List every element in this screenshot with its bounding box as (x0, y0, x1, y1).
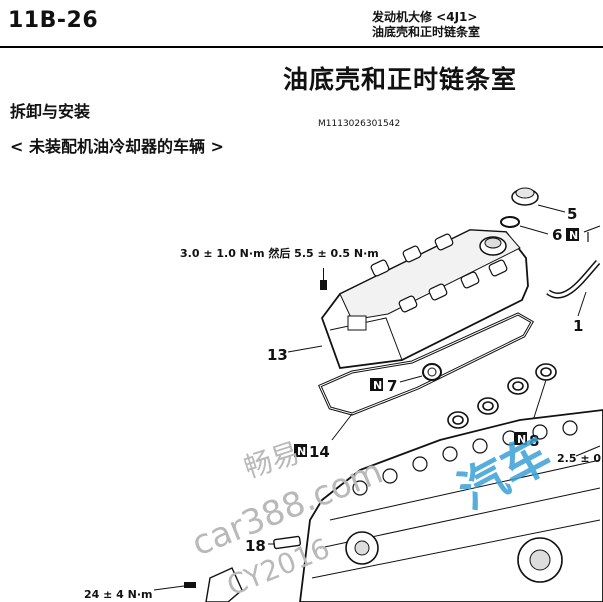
new-part-mark-14: N (294, 444, 307, 458)
seal-ring (399, 363, 442, 383)
callout-8: 8 (529, 432, 539, 450)
rocker-cover (320, 229, 529, 369)
torque-spec-bottom: 24 ± 4 N·m (84, 588, 153, 601)
page-title: 油底壳和正时链条室 (283, 65, 518, 94)
callout-13: 13 (267, 346, 288, 364)
callout-14: 14 (309, 443, 330, 461)
svg-text:N: N (569, 229, 578, 242)
leader-torque-right (575, 445, 601, 457)
svg-text:N: N (373, 379, 382, 392)
vehicle-condition: < 未装配机油冷却器的车辆 > (10, 137, 224, 156)
o-ring (500, 216, 549, 235)
new-part-mark-7: N (370, 378, 383, 392)
watermark-line1: 畅易 (240, 436, 303, 485)
header-right: 发动机大修 <4J1> 油底壳和正时链条室 (372, 10, 480, 40)
torque-spec-right: 2.5 ± 0. (557, 452, 603, 465)
torque-spec-top: 3.0 ± 1.0 N·m 然后 5.5 ± 0.5 N·m (180, 246, 379, 260)
breather-hose (546, 260, 601, 317)
oil-filler-cap (511, 187, 566, 213)
rocker-cover-gasket (318, 312, 535, 416)
new-part-mark-8: N (514, 432, 527, 446)
bottom-bracket (153, 567, 243, 602)
leader-14 (331, 413, 353, 441)
exploded-diagram: 5 6 N 1 13 N 7 N 8 N 14 18 3.0 ± 1.0 N·m… (84, 187, 603, 602)
new-part-mark-6: N (566, 225, 601, 242)
cover-bolt (320, 268, 327, 290)
callout-5: 5 (567, 205, 577, 223)
leader-13 (287, 345, 323, 353)
callout-6: 6 (552, 226, 562, 244)
callout-1: 1 (573, 317, 583, 335)
header-rule (0, 46, 603, 48)
callout-7: 7 (387, 377, 397, 395)
dowel-pin (268, 535, 302, 550)
svg-text:N: N (297, 445, 306, 458)
callout-18: 18 (245, 537, 266, 555)
chapter-title: 发动机大修 <4J1> (372, 10, 478, 24)
page-code: 11B-26 (8, 8, 99, 33)
section-title: 拆卸与安装 (10, 102, 91, 121)
image-id: M1113026301542 (318, 119, 401, 129)
engine-block (299, 409, 603, 602)
subsection-title: 油底壳和正时链条室 (372, 25, 481, 39)
svg-text:N: N (517, 433, 526, 446)
